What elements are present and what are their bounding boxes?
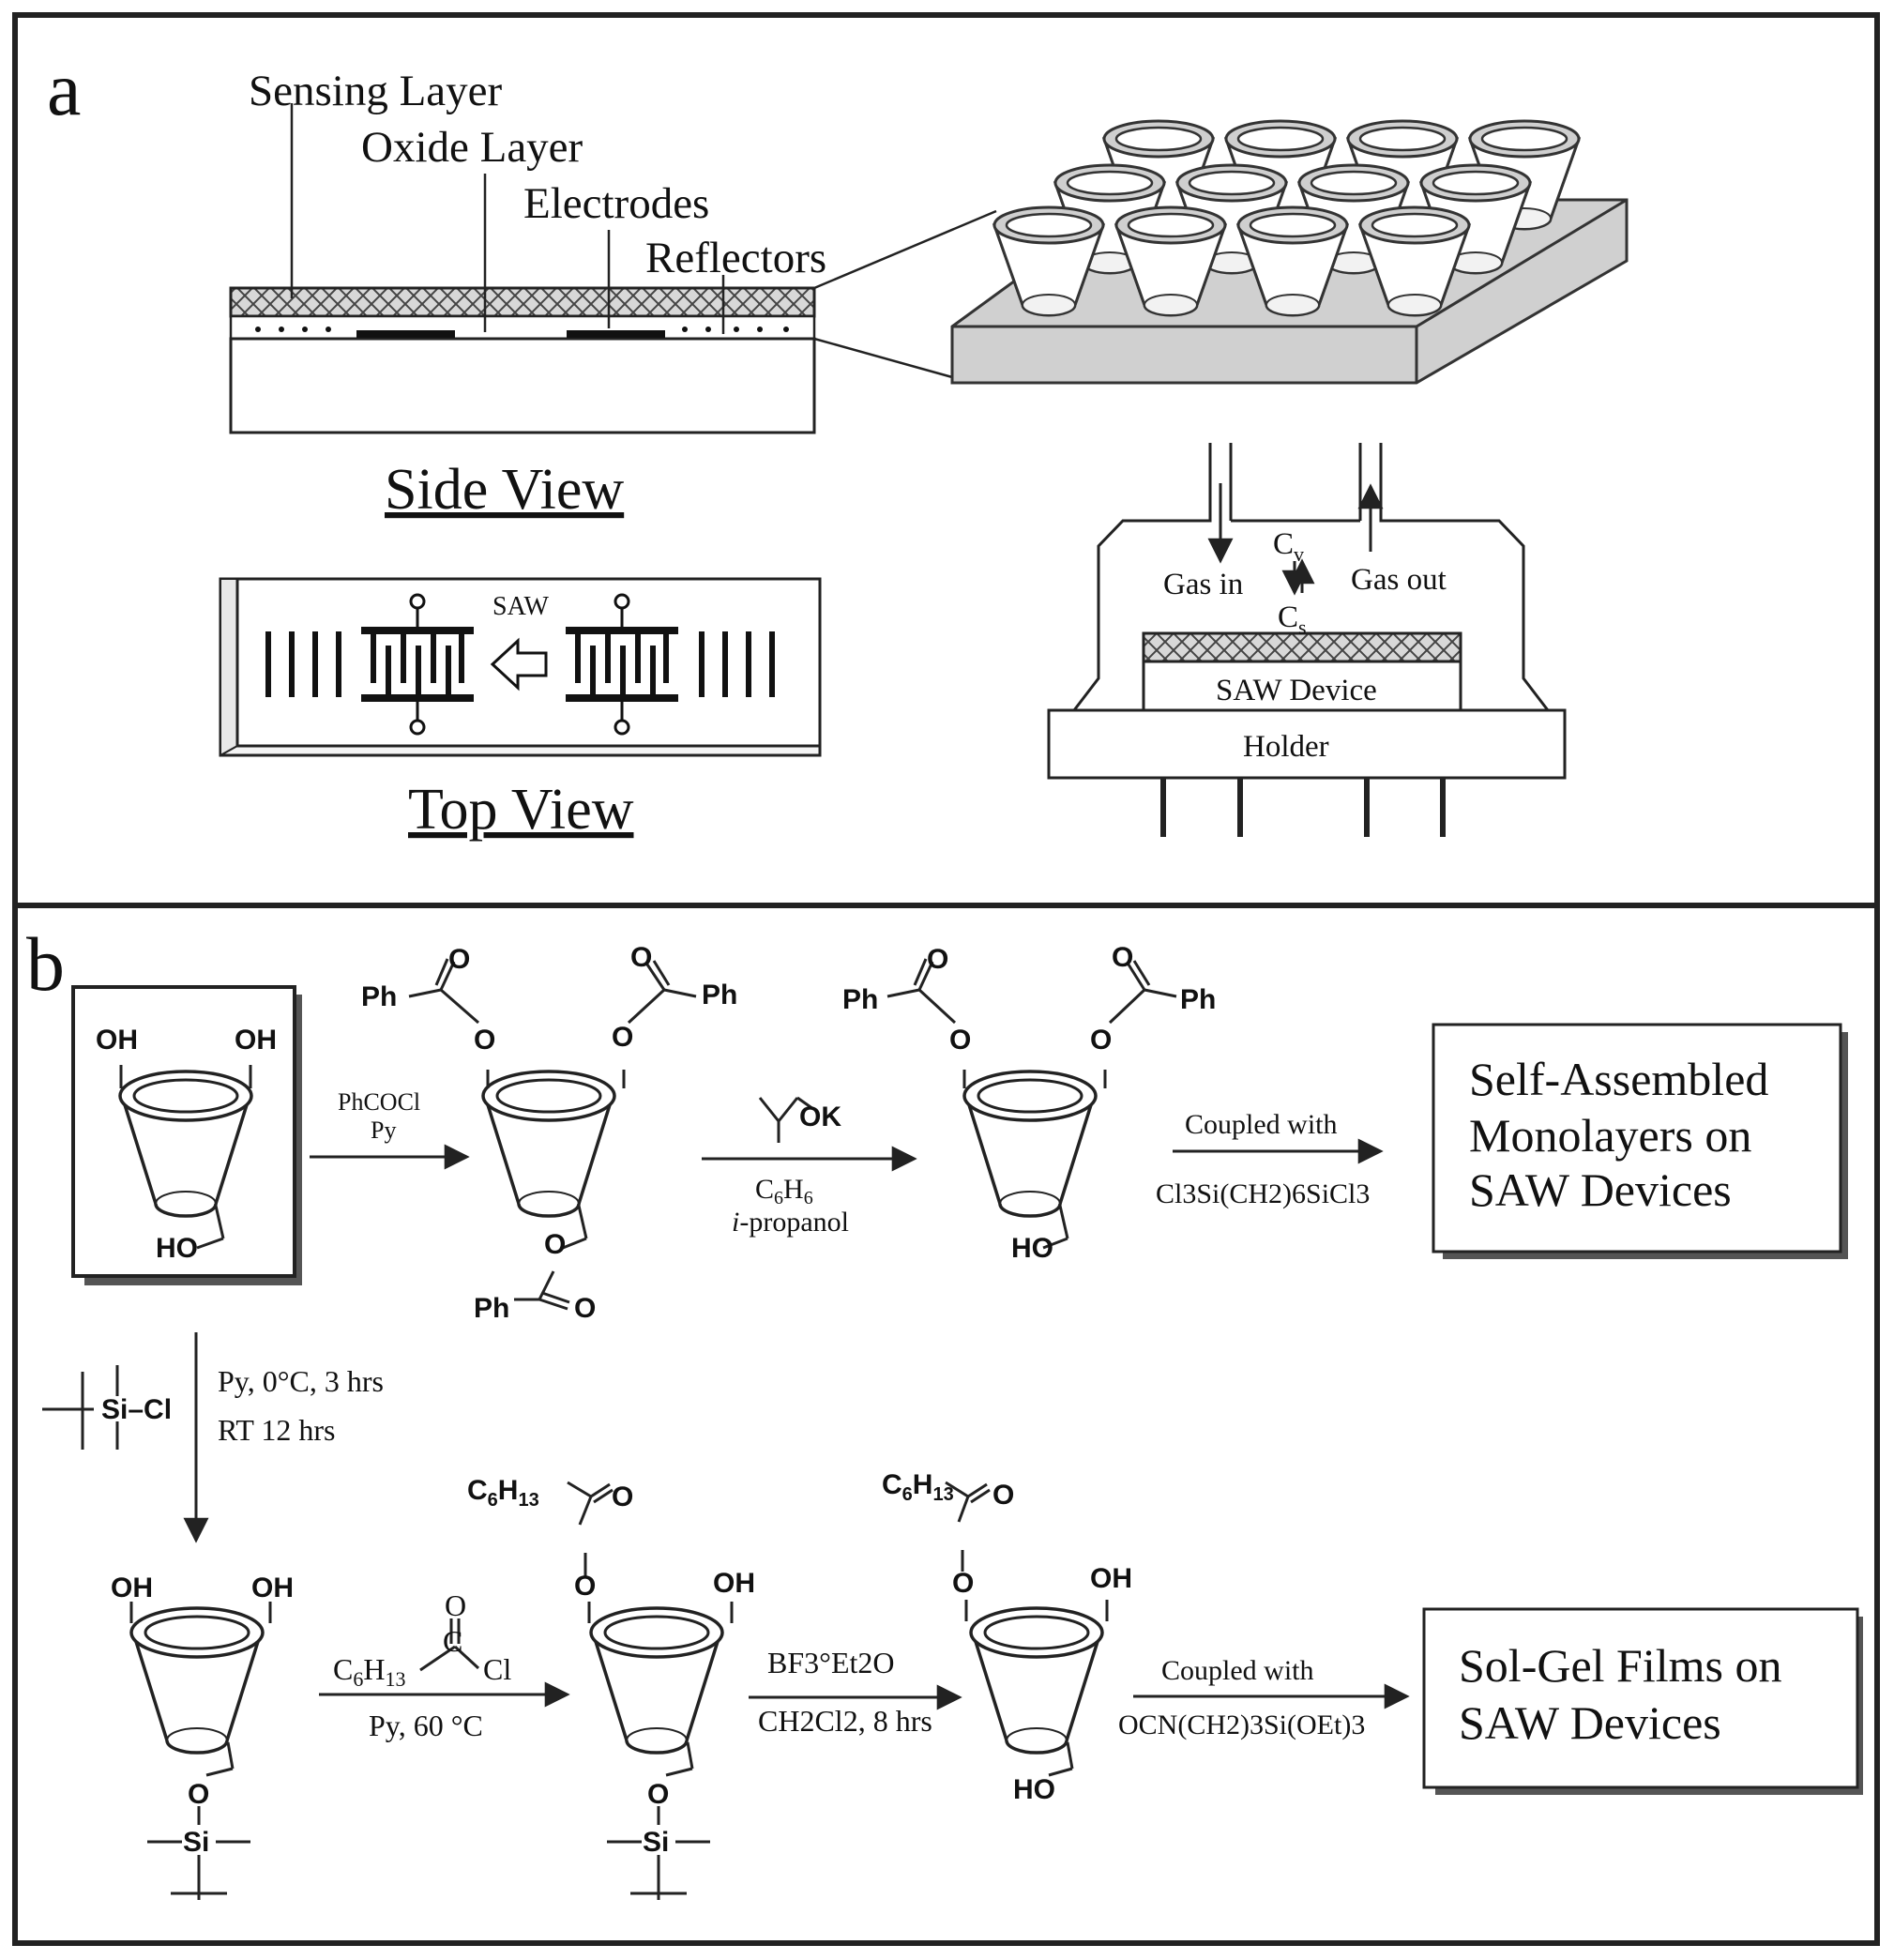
result-bottom-line2: SAW Devices bbox=[1459, 1696, 1721, 1749]
tribenzoate-ph-right: Ph bbox=[702, 980, 737, 1010]
start-ho: HO bbox=[156, 1233, 198, 1264]
step2-line1: C6H6 bbox=[755, 1174, 813, 1208]
monoester-c6h13: C6H13 bbox=[882, 1469, 954, 1505]
dibenzoate bbox=[886, 958, 1177, 1250]
tribenzoate-o1: O bbox=[448, 944, 470, 975]
side-view-caption: Side View bbox=[385, 458, 624, 522]
dibenzoate-ph-left: Ph bbox=[842, 984, 878, 1015]
tribenzoate-o2: O bbox=[474, 1025, 495, 1056]
silyl-ester-o2: O bbox=[574, 1571, 596, 1602]
step4-si-cl: Si–Cl bbox=[101, 1394, 172, 1425]
outer-frame bbox=[12, 12, 1880, 1946]
label-reflectors: Reflectors bbox=[645, 234, 826, 282]
step4-reagent bbox=[42, 1365, 119, 1450]
chamber-cs: Cs bbox=[1278, 600, 1307, 639]
tribenzoate-o6: O bbox=[574, 1293, 596, 1324]
step6-below: CH2Cl2, 8 hrs bbox=[758, 1704, 932, 1738]
chamber-holder: Holder bbox=[1243, 730, 1329, 764]
silyl-ester-c6h13: C6H13 bbox=[467, 1475, 539, 1511]
silyl-ester-o1: O bbox=[612, 1481, 633, 1512]
silyl-diol-oh-left: OH bbox=[111, 1573, 153, 1603]
step2-line2: i-propanol bbox=[732, 1207, 849, 1238]
silyl-ester-o3: O bbox=[647, 1779, 669, 1810]
monoester-o2: O bbox=[952, 1568, 974, 1599]
silyl-ester bbox=[567, 1481, 734, 1902]
monoester-ho: HO bbox=[1013, 1774, 1055, 1805]
step5-c6h13: C6H13 bbox=[333, 1652, 405, 1691]
step5-below: Py, 60 °C bbox=[369, 1709, 483, 1742]
label-electrodes: Electrodes bbox=[523, 179, 709, 228]
silyl-diol-o: O bbox=[188, 1779, 209, 1810]
tribenzoate bbox=[408, 958, 697, 1311]
dibenzoate-o2: O bbox=[949, 1025, 971, 1056]
step2-reagent-icon bbox=[758, 1096, 814, 1143]
cone-array bbox=[950, 119, 1629, 385]
chamber-cv: Cv bbox=[1273, 527, 1304, 566]
dibenzoate-o3: O bbox=[1112, 942, 1133, 973]
panel-b-letter: b bbox=[26, 921, 65, 1007]
top-view-device bbox=[219, 577, 822, 757]
dibenzoate-ph-right: Ph bbox=[1180, 984, 1216, 1015]
result-top-line3: SAW Devices bbox=[1469, 1163, 1732, 1216]
side-view-leaders bbox=[290, 103, 725, 334]
step7-below: OCN(CH2)3Si(OEt)3 bbox=[1118, 1709, 1365, 1740]
side-view-device bbox=[229, 286, 816, 434]
tribenzoate-ph-left: Ph bbox=[361, 981, 397, 1012]
silyl-ester-oh: OH bbox=[713, 1568, 755, 1599]
step2-reagent-ok: OK bbox=[799, 1102, 841, 1132]
result-top-line2: Monolayers on bbox=[1469, 1109, 1751, 1162]
tribenzoate-ph-bottom: Ph bbox=[474, 1293, 509, 1324]
zoom-lines bbox=[813, 209, 997, 379]
step4-line1: Py, 0°C, 3 hrs bbox=[218, 1364, 384, 1398]
label-sensing-layer: Sensing Layer bbox=[249, 67, 503, 115]
step5-c: C bbox=[443, 1624, 462, 1658]
panel-a-letter: a bbox=[47, 46, 81, 131]
silyl-ester-si: Si bbox=[643, 1827, 669, 1858]
top-view-caption: Top View bbox=[408, 778, 634, 842]
result-top-line1: Self-Assembled bbox=[1469, 1053, 1768, 1105]
step4-line2: RT 12 hrs bbox=[218, 1413, 336, 1447]
dibenzoate-o4: O bbox=[1090, 1025, 1112, 1056]
step6-above: BF3°Et2O bbox=[767, 1646, 894, 1679]
label-oxide-layer: Oxide Layer bbox=[361, 123, 583, 172]
step1-line1: PhCOCl bbox=[338, 1088, 420, 1116]
step1-line2: Py bbox=[371, 1117, 396, 1144]
tribenzoate-o4: O bbox=[612, 1022, 633, 1053]
dibenzoate-ho: HO bbox=[1011, 1233, 1053, 1264]
monoester-o1: O bbox=[992, 1480, 1014, 1511]
step7-above: Coupled with bbox=[1161, 1655, 1314, 1686]
silyl-diol-si: Si bbox=[183, 1827, 209, 1858]
dibenzoate-o1: O bbox=[927, 944, 948, 975]
start-oh-left: OH bbox=[96, 1025, 138, 1056]
silyl-diol-oh-right: OH bbox=[251, 1573, 294, 1603]
step5-cl: Cl bbox=[483, 1652, 511, 1686]
test-chamber bbox=[1047, 443, 1567, 837]
chamber-gas-out: Gas out bbox=[1351, 563, 1447, 597]
step5-o: O bbox=[445, 1588, 466, 1622]
silyl-diol bbox=[129, 1602, 272, 1902]
tribenzoate-o3: O bbox=[630, 942, 652, 973]
result-box-top bbox=[1432, 1023, 1848, 1259]
top-view-saw-label: SAW bbox=[492, 592, 550, 621]
result-bottom-line1: Sol-Gel Films on bbox=[1459, 1639, 1781, 1692]
tribenzoate-o5: O bbox=[544, 1229, 566, 1260]
start-oh-right: OH bbox=[235, 1025, 277, 1056]
step5-reagent bbox=[419, 1618, 480, 1672]
monoester-oh: OH bbox=[1090, 1563, 1132, 1594]
chamber-gas-in: Gas in bbox=[1163, 568, 1243, 601]
step3-below: Cl3Si(CH2)6SiCl3 bbox=[1156, 1178, 1370, 1209]
chamber-saw-device: SAW Device bbox=[1216, 674, 1377, 707]
result-box-bottom bbox=[1422, 1607, 1863, 1795]
step3-above: Coupled with bbox=[1185, 1109, 1338, 1140]
start-box bbox=[71, 985, 302, 1285]
monoester bbox=[945, 1481, 1109, 1777]
